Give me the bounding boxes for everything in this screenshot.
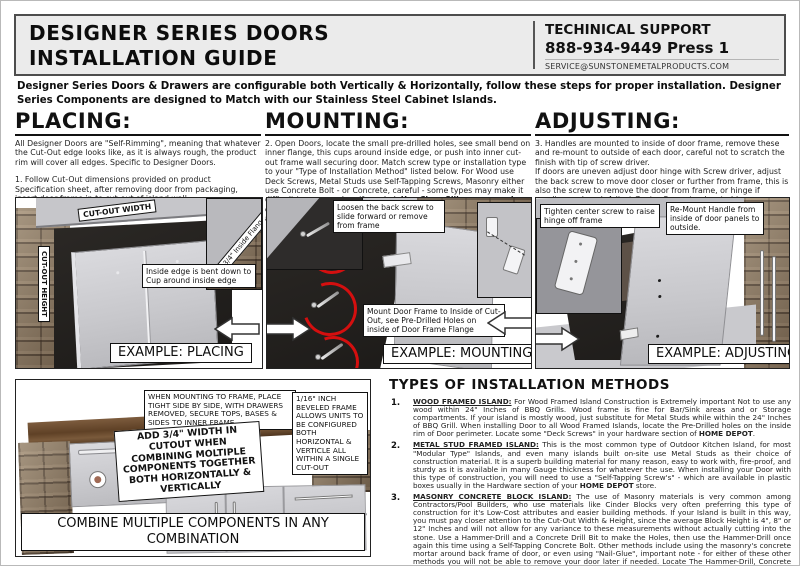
screw-head-graphic (311, 302, 317, 308)
hinge-inset-graphic (536, 218, 622, 314)
page-title: DESIGNER SERIES DOORS INSTALLATION GUIDE (29, 21, 329, 71)
adjusting-illustration: Tighten center screw to raise hinge off … (535, 197, 790, 369)
item-body-end: store. (633, 480, 657, 490)
hinge-tab-graphic (619, 327, 639, 341)
arrow-right-icon (536, 326, 580, 352)
handle-hole (658, 294, 662, 298)
adjusting-para1: 3. Handles are mounted to inside of door… (535, 139, 785, 167)
page-title-line1: DESIGNER SERIES DOORS (29, 21, 330, 45)
item-text: MASONRY CONCRETE BLOCK ISLAND: The use o… (413, 492, 791, 566)
hinge-screw (569, 276, 574, 281)
placing-para1: All Designer Doors are "Self-Rimming", m… (15, 139, 261, 167)
example-adjusting-label: EXAMPLE: ADJUSTING (648, 344, 789, 364)
hinge-part-graphic (486, 217, 498, 237)
support-block: TECHINICAL SUPPORT 888-934-9449 Press 1 … (545, 22, 779, 71)
example-placing-label: EXAMPLE: PLACING (110, 343, 252, 363)
item-title: METAL STUD FRAMED ISLAND: (413, 440, 539, 450)
item-text: METAL STUD FRAMED ISLAND: This is the mo… (413, 441, 791, 490)
hinge-screw (574, 259, 578, 264)
inside-edge-callout: Inside edge is bent down to Cup around i… (142, 264, 256, 288)
item-title: WOOD FRAMED ISLAND: (413, 397, 512, 406)
placing-heading: PLACING: (15, 109, 261, 136)
list-item: 2. METAL STUD FRAMED ISLAND: This is the… (389, 441, 791, 490)
item-title: MASONRY CONCRETE BLOCK ISLAND: (413, 492, 572, 502)
cutout-height-label: CUT-OUT HEIGHT (38, 246, 50, 322)
item-number: 1. (391, 398, 401, 408)
list-item: 3. MASONRY CONCRETE BLOCK ISLAND: The us… (389, 492, 791, 566)
mounting-illustration: Loosen the back screw to slide forward o… (266, 197, 532, 369)
support-email: SERVICE@SUNSTONEMETALPRODUCTS.COM (545, 59, 779, 71)
tighten-screw-callout: Tighten center screw to raise hinge off … (540, 204, 660, 228)
header-box: DESIGNER SERIES DOORS INSTALLATION GUIDE… (14, 14, 786, 76)
loosen-screw-callout: Loosen the back screw to slide forward o… (333, 200, 445, 233)
item-body: For Wood Framed Island Construction is E… (413, 397, 791, 439)
combine-banner: COMBINE MULTIPLE COMPONENTS IN ANY COMBI… (21, 513, 365, 551)
list-item: 1. WOOD FRAMED ISLAND: For Wood Framed I… (389, 397, 791, 439)
door-handle-graphic (760, 250, 764, 336)
beveled-frame-callout: 1/16" INCH BEVELED FRAME ALLOWS UNITS TO… (292, 392, 368, 476)
placing-body: All Designer Doors are "Self-Rimming", m… (15, 136, 261, 203)
support-phone: 888-934-9449 Press 1 (545, 39, 730, 57)
item-number: 2. (391, 441, 401, 452)
handle-hole (657, 279, 662, 283)
pre-drilled-hole (116, 271, 120, 275)
arrow-right-icon (267, 316, 311, 342)
dashed-guide-line (487, 231, 525, 256)
mount-frame-callout: Mount Door Frame to Inside of Cut-Out, s… (363, 304, 505, 337)
handle-hole (655, 334, 660, 338)
screw-head-graphic (300, 231, 306, 237)
item-text: WOOD FRAMED ISLAND: For Wood Framed Isla… (413, 397, 791, 439)
example-mounting-label: EXAMPLE: MOUNTING (383, 344, 531, 364)
screw-head-graphic (315, 354, 321, 360)
item-body-end: . (752, 429, 756, 439)
mounting-heading: MOUNTING: (265, 109, 531, 136)
item-brand: HOME DEPOT (698, 429, 753, 439)
item-brand: HOME DEPOT (579, 480, 634, 490)
header-divider (533, 21, 535, 69)
arrow-left-icon (487, 310, 531, 336)
grill-knob-center (94, 475, 102, 484)
page-title-line2: INSTALLATION GUIDE (29, 46, 278, 70)
drawer-handle-graphic (294, 494, 353, 501)
add-width-callout: ADD 3/4" WIDTH IN CUTOUT WHEN COMBINING … (113, 420, 265, 502)
hinge-screw (578, 242, 583, 246)
door-handle-graphic (772, 256, 776, 342)
adjusting-heading: ADJUSTING: (535, 109, 789, 136)
remount-handle-callout: Re-Mount Handle from inside of door pane… (666, 202, 764, 235)
combine-components-box: WHEN MOUNTING TO FRAME, PLACE TIGHT SIDE… (15, 379, 371, 557)
item-body: The use of Masonry materials is very com… (413, 492, 791, 566)
support-heading: TECHINICAL SUPPORT (545, 22, 711, 38)
types-heading: TYPES OF INSTALLATION METHODS (389, 377, 670, 393)
arrow-left-icon (214, 316, 260, 342)
item-body: This is the most common type of Outdoor … (413, 440, 791, 490)
grill-knob-graphic (88, 470, 107, 489)
pre-drilled-hole (175, 259, 179, 264)
item-number: 3. (391, 493, 401, 504)
screw-graphic (305, 221, 331, 238)
types-section: TYPES OF INSTALLATION METHODS 1. WOOD FR… (389, 377, 791, 566)
intro-paragraph: Designer Series Doors & Drawers are conf… (17, 81, 781, 106)
hinge-inset-graphic (477, 202, 531, 298)
hinge-plate-graphic (553, 230, 599, 296)
placing-illustration: 3-3/4" Inside Flange Depth CUT-OUT WIDTH… (15, 197, 263, 369)
